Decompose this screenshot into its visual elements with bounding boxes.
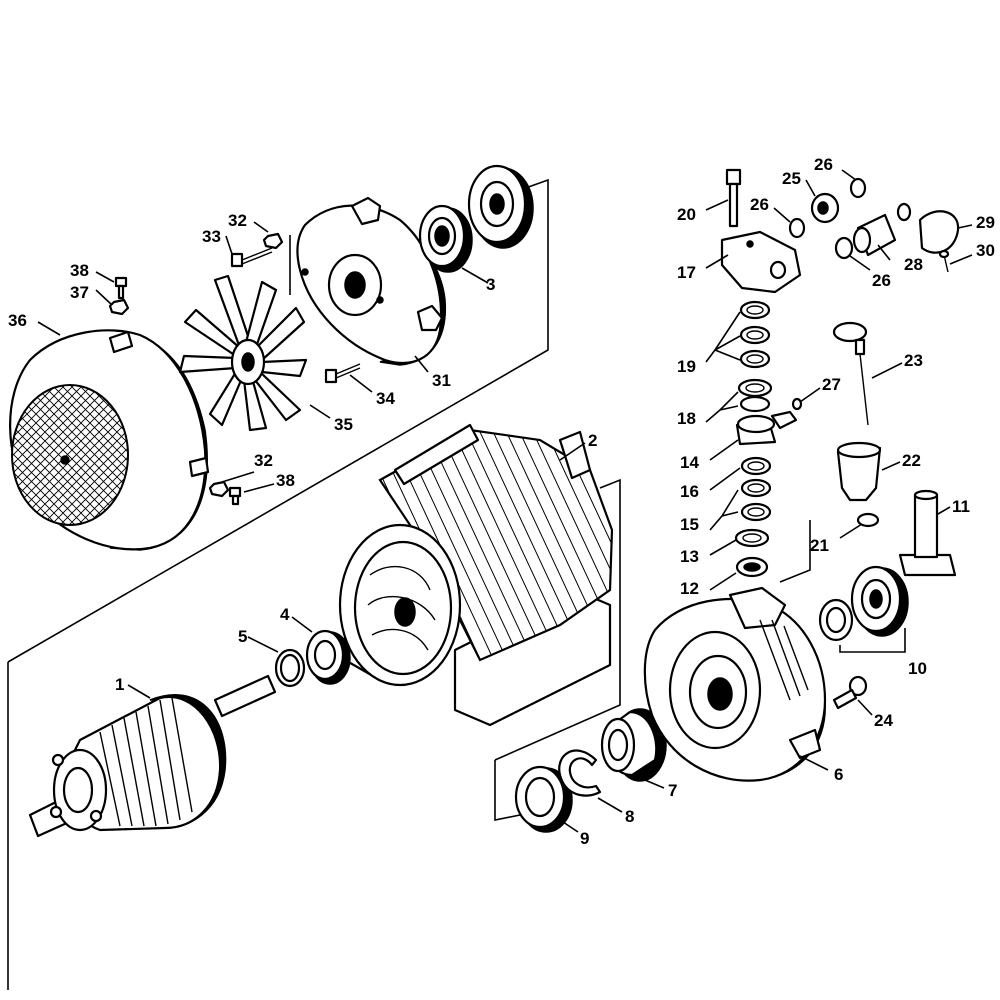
part-15-rings [740,478,772,522]
label-1: 1 [115,675,124,694]
part-38-screw-lower [228,486,242,506]
part-7-roller-bearing [600,708,667,782]
label-34: 34 [376,389,395,408]
part-11-block [898,489,957,577]
label-22: 22 [902,451,921,470]
part-14-valve-seat [735,410,798,446]
label-30: 30 [976,241,995,260]
label-32-top: 32 [228,211,247,230]
label-2: 2 [588,431,597,450]
part-28-fitting [852,213,897,257]
part-13-ring [734,528,770,548]
label-16: 16 [680,482,699,501]
label-18: 18 [677,409,696,428]
part-38-screw [114,276,128,300]
part-23-dipstick [832,321,869,426]
assembly-frame-lines [7,178,811,990]
part-20-screw [725,168,742,228]
part-25-fitting [810,192,840,224]
part-10-bearing-seal [818,565,909,653]
part-32-nut-upper [262,232,284,250]
label-11: 11 [952,497,970,516]
label-24: 24 [874,711,893,730]
label-4: 4 [280,605,290,624]
part-3-bearing [418,164,534,273]
label-3: 3 [486,275,495,294]
label-38-top: 38 [70,261,89,280]
part-24-screw [832,675,868,710]
part-31-end-shield [296,196,447,366]
label-12: 12 [680,579,699,598]
label-20: 20 [677,205,696,224]
leader-lines [37,169,973,833]
label-35: 35 [334,415,353,434]
part-33-screw [230,247,273,268]
part-36-fan-cover [9,329,210,551]
label-15: 15 [680,515,699,534]
label-36: 36 [8,311,27,330]
label-13: 13 [680,547,699,566]
label-28: 28 [904,255,923,274]
label-5: 5 [238,627,247,646]
label-26-top: 26 [814,155,833,174]
part-21-ring [856,512,880,528]
label-31: 31 [432,371,451,390]
label-23: 23 [904,351,923,370]
label-10: 10 [908,659,927,678]
part-37-nut [108,298,130,316]
part-19-rings [739,300,771,369]
part-9-seal [514,765,573,833]
label-14: 14 [680,453,699,472]
label-21: 21 [810,536,829,555]
label-27: 27 [822,375,841,394]
label-32-bottom: 32 [254,451,273,470]
label-33: 33 [202,227,221,246]
part-2-motor-housing [338,423,614,727]
part-29-knob [918,210,960,254]
label-8: 8 [625,807,634,826]
part-26-orings [788,177,912,260]
part-16-ring [740,456,772,476]
label-37: 37 [70,283,89,302]
label-38-bottom: 38 [276,471,295,490]
part-5-ring [274,648,306,688]
label-17: 17 [677,263,696,282]
label-9: 9 [580,829,589,848]
part-22-oil-cup [836,441,882,502]
part-34-screw [324,363,361,384]
part-27-oring [791,397,803,411]
label-26-bottom: 26 [872,271,891,290]
part-32-nut-lower [208,480,230,498]
label-7: 7 [668,781,677,800]
part-17-valve-body [720,230,802,294]
part-4-seal [305,629,351,685]
label-6: 6 [834,765,843,784]
part-30-screw [938,249,950,273]
label-19: 19 [677,357,696,376]
label-25: 25 [782,169,801,188]
part-8-circlip [558,749,602,797]
part-18-rings [737,378,773,413]
label-29: 29 [976,213,995,232]
part-1-rotor [28,674,277,838]
part-labels: 1 2 3 4 5 6 7 8 9 10 11 12 13 14 15 16 1… [8,155,995,848]
part-12-bushing [735,556,769,578]
label-26-left: 26 [750,195,769,214]
part-6-pump-housing [643,586,827,782]
part-35-fan [178,274,308,432]
